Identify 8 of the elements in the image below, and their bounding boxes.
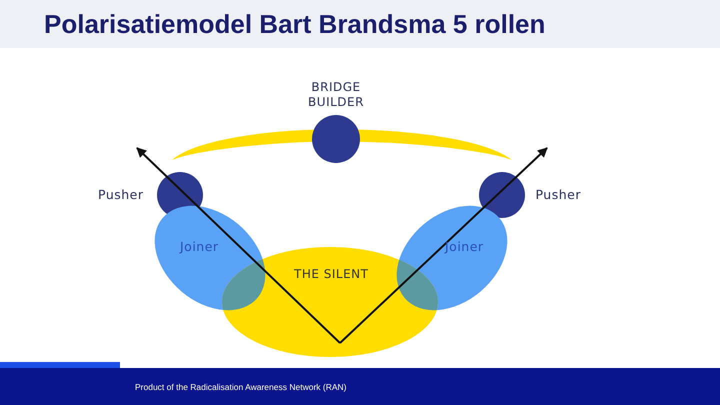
title: Polarisatiemodel Bart Brandsma 5 rollen [44, 8, 546, 40]
role-label: Pusher [535, 187, 581, 203]
footer-text: Product of the Radicalisation Awareness Network (RAN) [135, 382, 346, 392]
role-label: THE SILENT [294, 267, 368, 282]
role-label: Pusher [98, 187, 144, 203]
role-label: Joiner [180, 239, 219, 255]
role-label: Joiner [445, 239, 484, 255]
role-label: BRIDGE BUILDER [307, 80, 365, 110]
